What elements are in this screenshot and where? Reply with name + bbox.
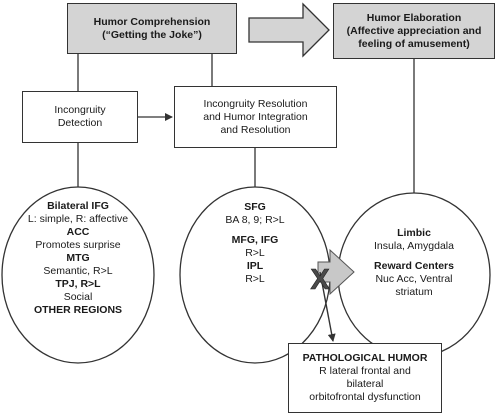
pathological-arrow	[319, 271, 336, 342]
sfg-heading: SFG	[244, 201, 266, 213]
mtg-heading: MTG	[66, 252, 90, 264]
incongruity-resolution-line-1: Incongruity Resolution	[203, 97, 308, 110]
humor-comprehension-box: Humor Comprehension (“Getting the Joke”)	[67, 3, 237, 54]
humor-comprehension-subtitle: (“Getting the Joke”)	[102, 28, 202, 41]
humor-elaboration-box: Humor Elaboration (Affective appreciatio…	[333, 3, 495, 59]
tpj-detail: Social	[63, 291, 93, 303]
big-gray-arrow	[248, 2, 330, 58]
incongruity-resolution-line-3: and Resolution	[220, 123, 291, 136]
tpj-heading: TPJ, R>L	[55, 278, 101, 290]
humor-comprehension-title: Humor Comprehension	[93, 15, 211, 28]
middle-circle-text: SFG BA 8, 9; R>L MFG, IFG R>L IPL R>L	[186, 201, 324, 286]
pathological-humor-title: PATHOLOGICAL HUMOR	[302, 352, 428, 364]
bilateral-ifg-heading: Bilateral IFG	[47, 200, 109, 212]
acc-detail: Promotes surprise	[35, 239, 121, 251]
humor-elaboration-title: Humor Elaboration	[366, 11, 462, 24]
acc-heading: ACC	[66, 226, 90, 238]
ipl-detail: R>L	[245, 273, 265, 285]
small-gray-arrow	[317, 248, 355, 296]
reward-centers-detail-2: striatum	[395, 286, 433, 298]
incongruity-resolution-box: Incongruity Resolution and Humor Integra…	[174, 86, 337, 148]
incongruity-detection-line-1: Incongruity	[54, 104, 106, 116]
limbic-detail: Insula, Amygdala	[374, 240, 454, 252]
pathological-humor-line-1: R lateral frontal and	[319, 365, 411, 377]
other-regions-heading: OTHER REGIONS	[33, 304, 123, 316]
humor-elaboration-subtitle-2: feeling of amusement)	[358, 37, 470, 50]
incongruity-resolution-line-2: and Humor Integration	[203, 110, 308, 123]
block-x-mark: X	[310, 264, 330, 296]
mtg-detail: Semantic, R>L	[43, 265, 113, 277]
sfg-detail: BA 8, 9; R>L	[225, 214, 285, 226]
limbic-heading: Limbic	[397, 227, 431, 239]
mfg-ifg-detail: R>L	[245, 247, 265, 259]
reward-centers-detail-1: Nuc Acc, Ventral	[375, 273, 453, 285]
pathological-humor-box: PATHOLOGICAL HUMOR R lateral frontal and…	[288, 343, 442, 413]
incongruity-detection-line-2: Detection	[57, 117, 103, 129]
left-region-circle	[1, 186, 155, 364]
left-circle-text: Bilateral IFG L: simple, R: affective AC…	[4, 200, 152, 317]
mfg-ifg-heading: MFG, IFG	[231, 234, 279, 246]
reward-centers-heading: Reward Centers	[374, 260, 454, 272]
right-circle-text: Limbic Insula, Amygdala Reward Centers N…	[350, 227, 478, 299]
humor-elaboration-subtitle-1: (Affective appreciation and	[346, 24, 482, 37]
pathological-humor-line-3: orbitofrontal dysfunction	[309, 391, 421, 403]
incongruity-detection-box: Incongruity Detection	[22, 91, 138, 143]
pathological-humor-line-2: bilateral	[346, 378, 384, 390]
ipl-heading: IPL	[246, 260, 264, 272]
bilateral-ifg-detail: L: simple, R: affective	[27, 213, 129, 225]
